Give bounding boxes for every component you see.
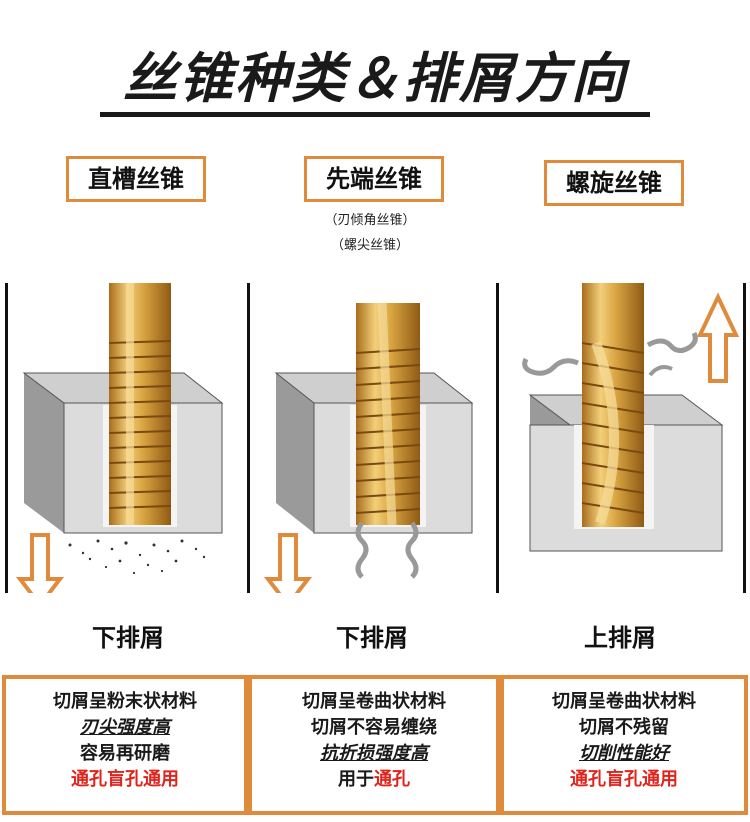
description-straight-flute: 切屑呈粉末状材料 刃尖强度高 容易再研磨 通孔盲孔通用: [2, 675, 248, 815]
panel-divider: [496, 283, 499, 593]
chip-direction-label: 下排屑: [336, 624, 408, 652]
chip-direction-label: 下排屑: [92, 624, 164, 652]
description-line-highlight: 通孔盲孔通用: [71, 769, 179, 790]
description-line-emphasis: 刃尖强度高: [80, 717, 170, 738]
subtitle-spiral-point: （螺尖丝锥）: [330, 238, 409, 253]
illustration-spiral-flute-tap: [500, 283, 740, 593]
description-line: 切屑呈卷曲状材料: [302, 691, 446, 712]
description-line: 切屑不残留: [579, 717, 669, 738]
description-line-highlight: 通孔盲孔通用: [570, 769, 678, 790]
description-line-emphasis: 抗折损强度高: [320, 743, 428, 764]
type-box-spiral-flute: 螺旋丝锥: [544, 160, 684, 206]
description-spiral-flute: 切屑呈卷曲状材料 切屑不残留 切削性能好 通孔盲孔通用: [500, 675, 748, 815]
description-line: 切屑呈卷曲状材料: [552, 691, 696, 712]
panel-divider: [247, 283, 250, 593]
description-line: 切屑不容易缠绕: [311, 717, 437, 738]
illustration-straight-flute-tap: [8, 283, 248, 593]
illustration-spiral-point-tap: [252, 283, 492, 593]
description-line-highlight: 通孔: [374, 769, 410, 790]
panel-divider: [5, 283, 8, 593]
type-box-spiral-point: 先端丝锥: [304, 156, 444, 202]
description-line: 容易再研磨: [80, 743, 170, 764]
panel-divider: [743, 283, 746, 593]
type-box-straight-flute: 直槽丝锥: [66, 156, 206, 202]
description-line-emphasis: 切削性能好: [579, 743, 669, 764]
chip-direction-label: 上排屑: [584, 624, 656, 652]
title-underline: [100, 112, 650, 117]
description-line: 切屑呈粉末状材料: [53, 691, 197, 712]
subtitle-blade-inclination: （刃倾角丝锥）: [324, 213, 416, 228]
description-line: 用于: [338, 769, 374, 790]
description-spiral-point: 切屑呈卷曲状材料 切屑不容易缠绕 抗折损强度高 用于通孔: [248, 675, 500, 815]
page-title: 丝锥种类＆排屑方向: [123, 47, 627, 110]
